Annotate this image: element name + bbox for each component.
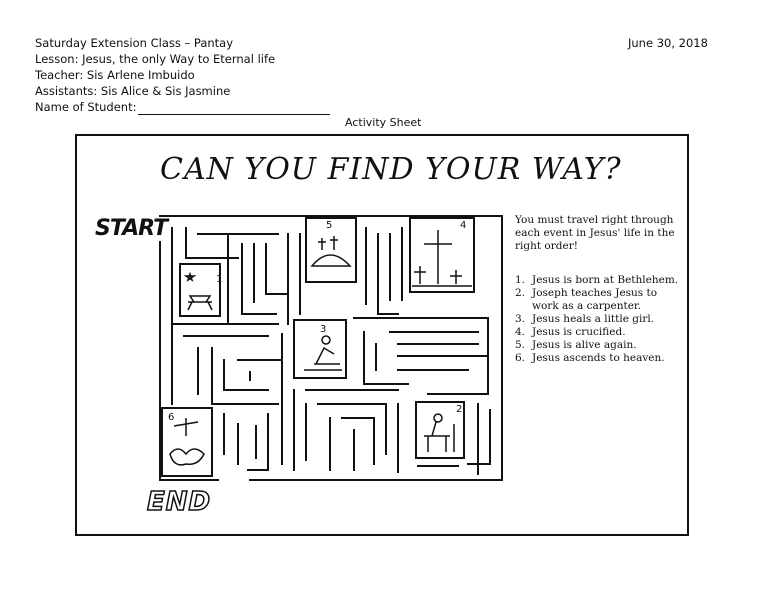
- student-name-field[interactable]: [138, 103, 331, 115]
- cell-number-2: 2: [456, 404, 462, 415]
- cross-icon: [412, 230, 472, 287]
- cell-number-5: 5: [326, 220, 332, 231]
- event-item: 4.Jesus is crucified.: [515, 326, 626, 338]
- cell-number-6: 6: [168, 412, 174, 423]
- student-name-row: Name of Student:: [35, 99, 331, 115]
- tomb-icon: [310, 236, 352, 267]
- maze-outer-wall: [159, 241, 219, 481]
- healing-icon: [304, 335, 342, 371]
- event-item: 6.Jesus ascends to heaven.: [515, 352, 665, 364]
- event-box-4: [409, 217, 475, 293]
- assistants-line: Assistants: Sis Alice & Sis Jasmine: [35, 84, 231, 98]
- cell-number-1: 1: [216, 274, 222, 285]
- cell-number-3: 3: [320, 324, 326, 335]
- end-label: END: [146, 486, 212, 518]
- event-box-1: [179, 263, 221, 317]
- event-box-6: [161, 407, 213, 477]
- event-item: 3.Jesus heals a little girl.: [515, 313, 655, 325]
- start-label: START: [95, 216, 168, 241]
- puzzle-instructions: You must travel right through each event…: [515, 214, 675, 252]
- puzzle-title: CAN YOU FIND YOUR WAY?: [160, 152, 622, 187]
- ascension-icon: [169, 418, 205, 466]
- event-item: 2.Joseph teaches Jesus to work as a carp…: [515, 287, 658, 312]
- activity-frame: [75, 134, 689, 536]
- maze-outer-wall: [159, 215, 503, 481]
- event-item: 5.Jesus is alive again.: [515, 339, 637, 351]
- event-item: 1.Jesus is born at Bethlehem.: [515, 274, 679, 286]
- cell-number-4: 4: [460, 220, 466, 231]
- event-box-2: [415, 401, 465, 459]
- carpenter-icon: [424, 413, 455, 452]
- class-line: Saturday Extension Class – Pantay: [35, 36, 234, 50]
- lesson-line: Lesson: Jesus, the only Way to Eternal l…: [35, 52, 276, 66]
- event-box-5: [305, 217, 357, 283]
- maze[interactable]: 1 2 3 4 5 6: [158, 214, 508, 484]
- event-list: 1.Jesus is born at Bethlehem. 2.Joseph t…: [515, 274, 687, 365]
- manger-icon: [183, 271, 213, 311]
- student-name-label: Name of Student:: [35, 100, 137, 114]
- teacher-line: Teacher: Sis Arlene Imbuido: [35, 68, 195, 82]
- event-box-3: [293, 319, 347, 379]
- date: June 30, 2018: [628, 36, 708, 50]
- sheet-title: Activity Sheet: [345, 116, 422, 129]
